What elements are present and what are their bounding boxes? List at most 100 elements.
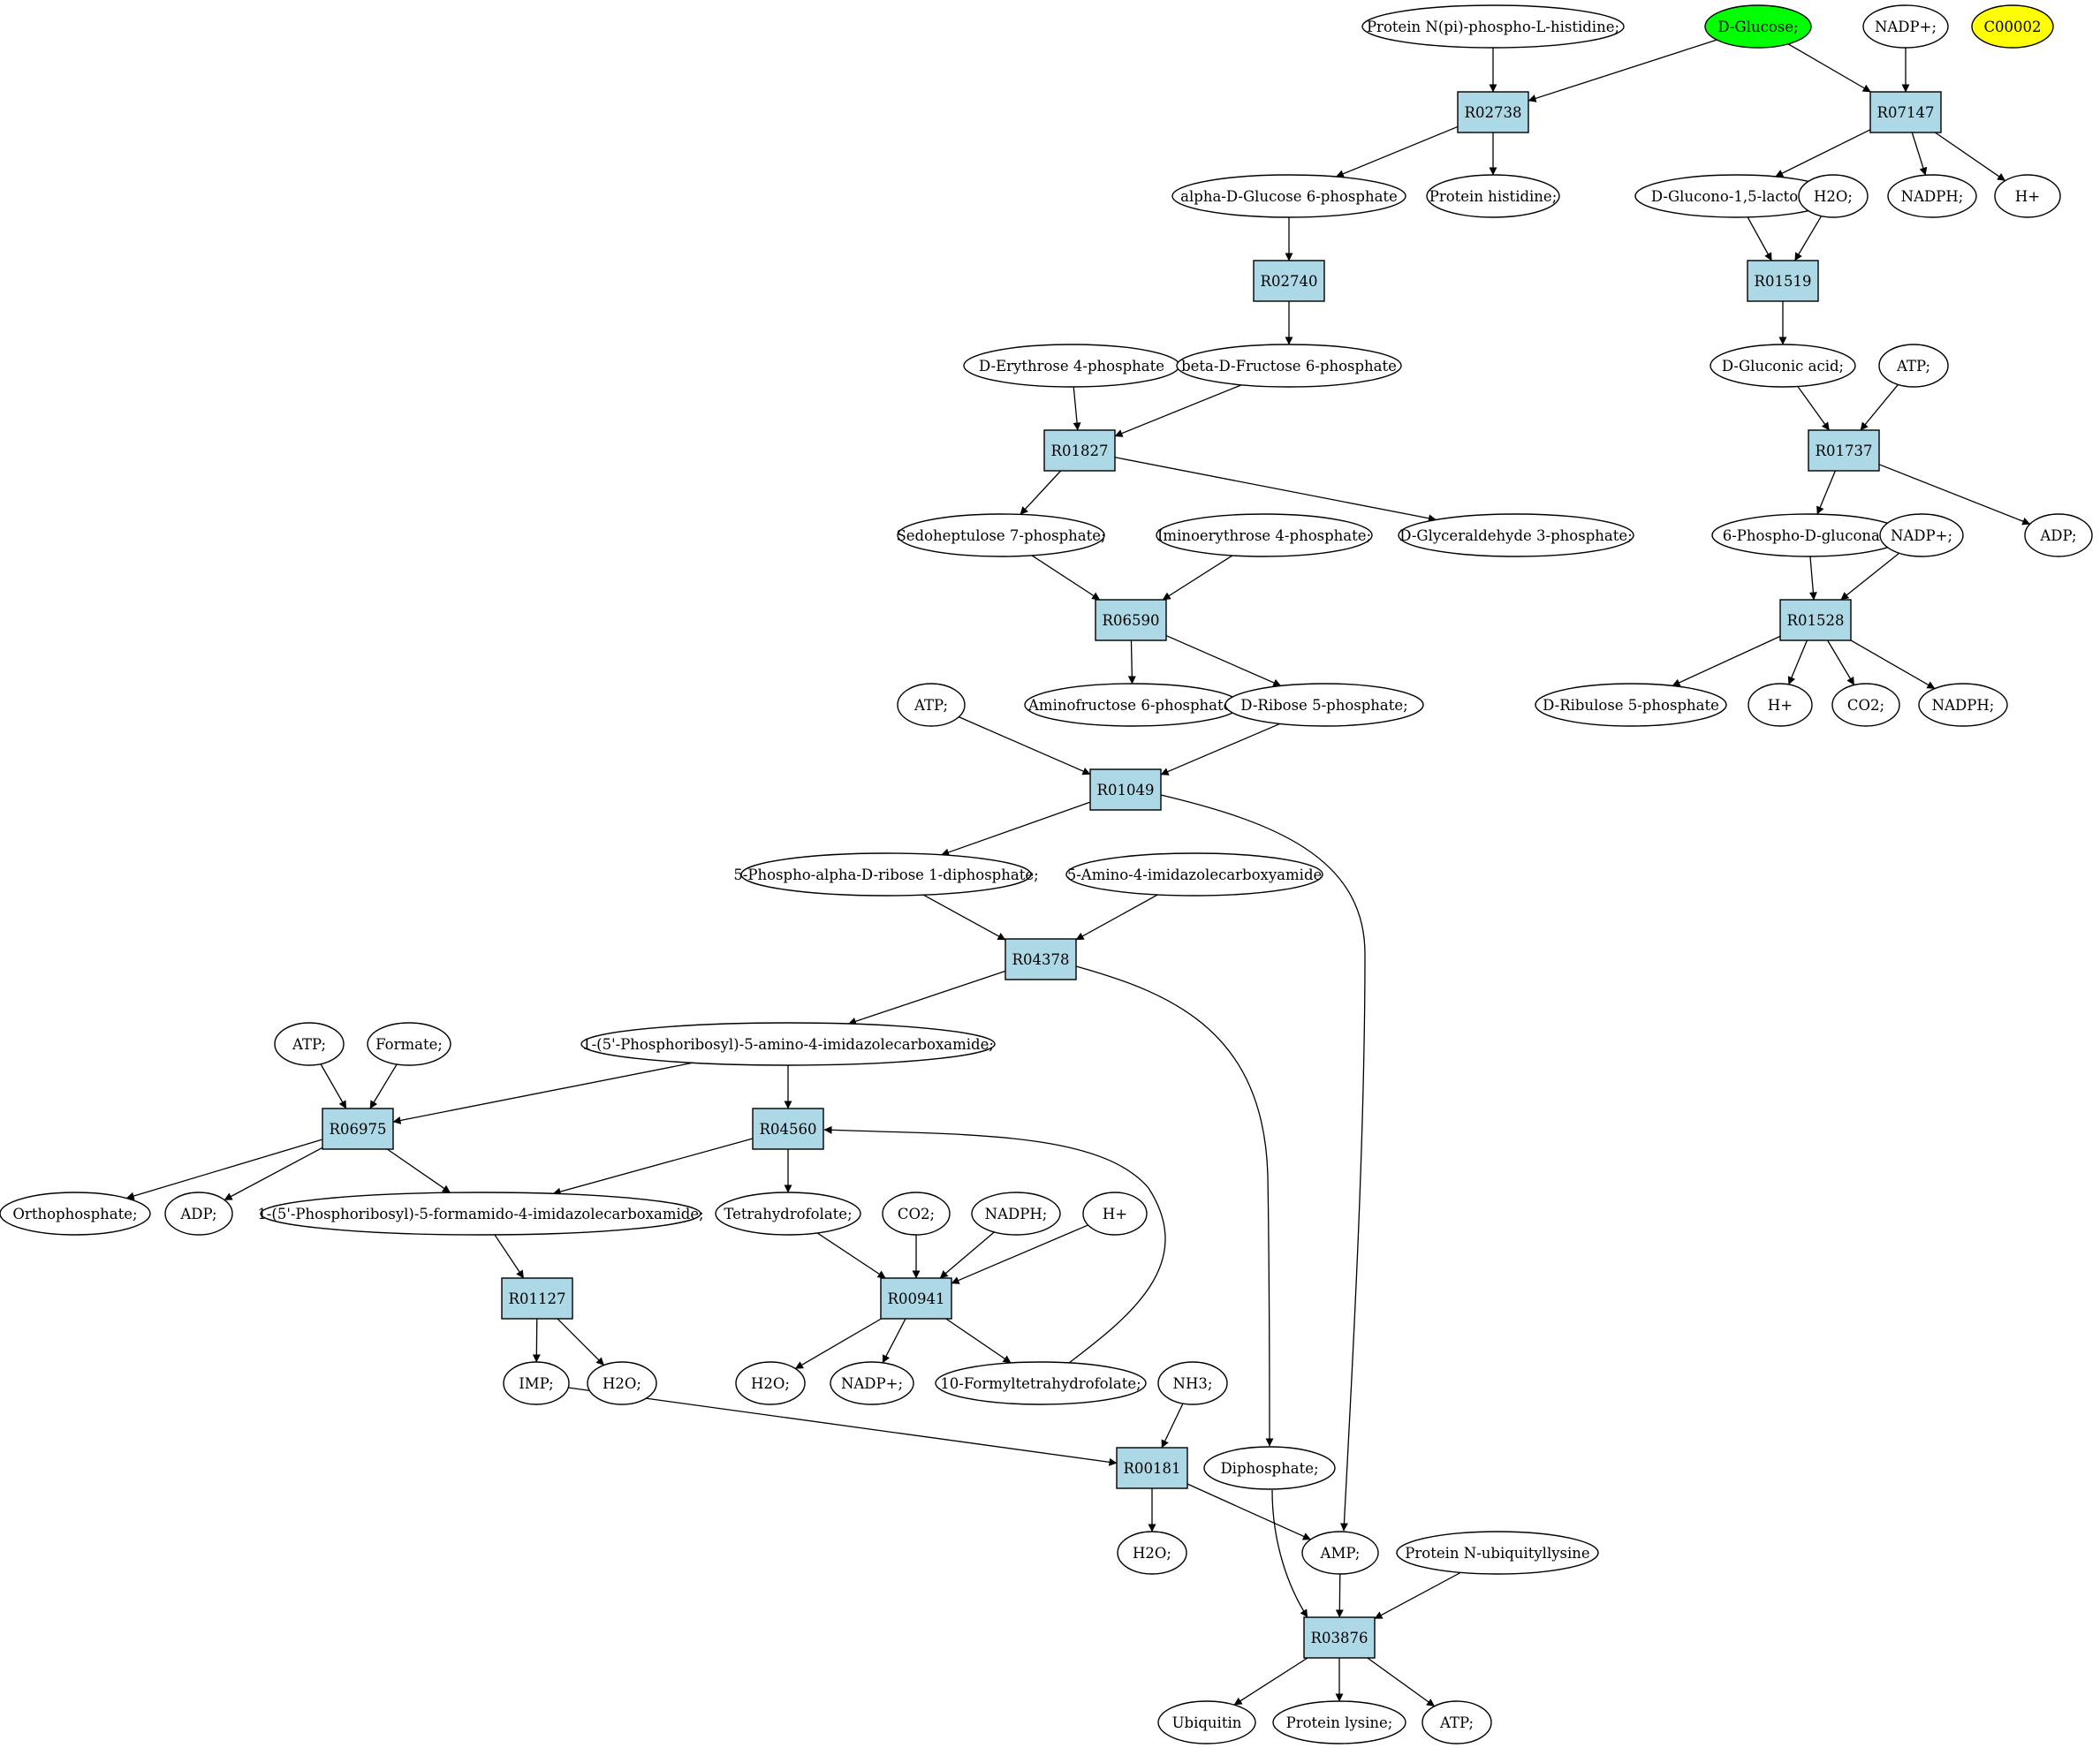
reaction-node-r00941[interactable]: R00941: [880, 1277, 952, 1320]
compound-label: D-Ribose 5-phosphate;: [1240, 697, 1407, 714]
compound-node-adp-a[interactable]: ADP;: [2024, 513, 2093, 557]
compound-ellipse: [274, 1022, 345, 1066]
compound-node-adp-b[interactable]: ADP;: [164, 1192, 233, 1236]
compound-node-atp-a[interactable]: ATP;: [1878, 344, 1949, 388]
reaction-label: R06590: [1103, 612, 1160, 629]
compound-node-drib5p[interactable]: D-Ribose 5-phosphate;: [1224, 683, 1424, 727]
compound-node-prpp[interactable]: 5-Phospho-alpha-D-ribose 1-diphosphate;: [733, 852, 1039, 897]
compound-ellipse: [715, 1192, 861, 1236]
reaction-node-r01049[interactable]: R01049: [1089, 768, 1162, 811]
reaction-node-r06975[interactable]: R06975: [322, 1108, 394, 1150]
compound-node-dgly3p[interactable]: D-Glyceraldehyde 3-phosphate;: [1398, 513, 1634, 557]
compound-node-prot-ublys[interactable]: Protein N-ubiquityllysine: [1396, 1531, 1599, 1575]
compound-node-nadp-top[interactable]: NADP+;: [1862, 4, 1949, 49]
compound-node-prot-his[interactable]: Protein histidine;: [1426, 174, 1560, 218]
compound-node-c00002[interactable]: C00002: [1971, 4, 2054, 49]
compound-node-co2-a[interactable]: CO2;: [1831, 683, 1900, 727]
compound-node-pgluc[interactable]: 6-Phospho-D-gluconate: [1711, 513, 1906, 557]
reaction-box: [1779, 599, 1852, 641]
edge-dgluconic-R01737: [1797, 386, 1830, 431]
reaction-node-r02740[interactable]: R02740: [1253, 260, 1325, 302]
compound-node-amp[interactable]: AMP;: [1301, 1531, 1379, 1575]
edge-atp_c-R06975: [320, 1063, 347, 1109]
compound-node-imino4p[interactable]: Iminoerythrose 4-phosphate;: [1156, 513, 1373, 557]
compound-node-nh3[interactable]: NH3;: [1157, 1361, 1228, 1405]
compound-node-imp[interactable]: IMP;: [503, 1361, 570, 1405]
compound-node-h-b[interactable]: H+: [1747, 683, 1813, 727]
compound-label: NADP+;: [1891, 527, 1952, 544]
compound-node-orthop[interactable]: Orthophosphate;: [0, 1192, 151, 1236]
reaction-node-r07147[interactable]: R07147: [1869, 91, 1942, 133]
compound-label: 5-Amino-4-imidazolecarboxyamide: [1067, 866, 1323, 883]
reaction-node-r01827[interactable]: R01827: [1043, 429, 1116, 472]
compound-node-aminof6p[interactable]: Aminofructose 6-phosphate;: [1024, 683, 1241, 727]
reaction-node-r02738[interactable]: R02738: [1457, 91, 1529, 133]
compound-node-nadph-c[interactable]: NADPH;: [971, 1192, 1061, 1236]
reaction-node-r01737[interactable]: R01737: [1808, 429, 1880, 472]
edge-bf6p-R01827: [1114, 384, 1242, 437]
compound-node-h2o-b[interactable]: H2O;: [587, 1361, 657, 1405]
reaction-box: [1005, 938, 1077, 980]
compound-ellipse: [740, 852, 1032, 897]
reaction-node-r04378[interactable]: R04378: [1005, 938, 1077, 980]
edge-drib5p-R01049: [1160, 723, 1280, 776]
reaction-node-r01528[interactable]: R01528: [1779, 599, 1852, 641]
compound-node-dglucono[interactable]: D-Glucono-1,5-lactone;: [1634, 174, 1838, 218]
compound-node-aica[interactable]: 5-Amino-4-imidazolecarboxyamide: [1065, 852, 1323, 897]
compound-node-nadp-c[interactable]: NADP+;: [830, 1361, 914, 1405]
reaction-node-r01127[interactable]: R01127: [501, 1277, 573, 1320]
compound-node-diphos[interactable]: Diphosphate;: [1203, 1446, 1336, 1490]
reaction-box: [322, 1108, 394, 1150]
edge-h_c-R00941: [951, 1224, 1088, 1284]
compound-label: Formate;: [375, 1036, 443, 1053]
compound-node-ag6p[interactable]: alpha-D-Glucose 6-phosphate: [1171, 174, 1406, 218]
edge-prpp-R04378: [922, 894, 1006, 941]
reaction-node-r04560[interactable]: R04560: [752, 1108, 824, 1150]
compound-node-dgluconic[interactable]: D-Gluconic acid;: [1710, 344, 1856, 388]
compound-ellipse: [1421, 1700, 1492, 1744]
compound-node-ubiquitin[interactable]: Ubiquitin: [1157, 1700, 1256, 1744]
reaction-node-r06590[interactable]: R06590: [1095, 599, 1167, 641]
compound-node-h-a[interactable]: H+: [1994, 174, 2061, 218]
compound-node-atp-b[interactable]: ATP;: [897, 683, 966, 727]
compound-node-dery4p[interactable]: D-Erythrose 4-phosphate: [963, 344, 1180, 388]
reaction-node-r00181[interactable]: R00181: [1116, 1447, 1188, 1489]
compound-node-atp-d[interactable]: ATP;: [1421, 1700, 1492, 1744]
reaction-node-r03876[interactable]: R03876: [1303, 1616, 1376, 1659]
compound-ellipse: [735, 1361, 806, 1405]
edge-dglucose-R07147: [1787, 43, 1871, 93]
compound-node-thf[interactable]: Tetrahydrofolate;: [715, 1192, 861, 1236]
compound-node-h-c[interactable]: H+: [1082, 1192, 1148, 1236]
compound-node-nadph-b[interactable]: NADPH;: [1918, 683, 2008, 727]
compound-node-h2o-c[interactable]: H2O;: [735, 1361, 806, 1405]
compound-node-prot-nphos[interactable]: Protein N(pi)-phospho-L-histidine;: [1361, 4, 1625, 49]
compound-label: CO2;: [898, 1206, 935, 1222]
compound-node-faicar[interactable]: 1-(5'-Phosphoribosyl)-5-formamido-4-imid…: [257, 1192, 704, 1236]
reaction-box: [1457, 91, 1529, 133]
compound-node-formate[interactable]: Formate;: [367, 1022, 451, 1066]
compound-node-sedo7p[interactable]: Sedoheptulose 7-phosphate;: [896, 513, 1106, 557]
compound-node-drul5p[interactable]: D-Ribulose 5-phosphate: [1535, 683, 1727, 727]
compound-node-fthf[interactable]: 10-Formyltetrahydrofolate;: [935, 1361, 1147, 1405]
compound-node-h2o-a[interactable]: H2O;: [1798, 174, 1869, 218]
compound-node-nadp-b[interactable]: NADP+;: [1879, 513, 1964, 557]
compound-node-aicar[interactable]: 1-(5'-Phosphoribosyl)-5-amino-4-imidazol…: [580, 1022, 996, 1066]
compound-ellipse: [1535, 683, 1727, 727]
compound-node-nadph-a[interactable]: NADPH;: [1887, 174, 1977, 218]
compound-label: 1-(5'-Phosphoribosyl)-5-amino-4-imidazol…: [582, 1036, 994, 1053]
compound-node-dglucose[interactable]: D-Glucose;: [1704, 4, 1812, 49]
compound-node-co2-b[interactable]: CO2;: [882, 1192, 951, 1236]
compound-node-atp-c[interactable]: ATP;: [274, 1022, 345, 1066]
compound-ellipse: [1361, 4, 1625, 49]
compound-node-prot-lys[interactable]: Protein lysine;: [1272, 1700, 1406, 1744]
compound-ellipse: [260, 1192, 701, 1236]
compound-ellipse: [1994, 174, 2061, 218]
reaction-box: [880, 1277, 952, 1320]
edge-R06975-orthop: [125, 1139, 323, 1200]
compound-node-bf6p[interactable]: beta-D-Fructose 6-phosphate: [1176, 344, 1402, 388]
reaction-node-r01519[interactable]: R01519: [1747, 260, 1819, 302]
compound-node-h2o-d[interactable]: H2O;: [1117, 1531, 1187, 1575]
compound-ellipse: [164, 1192, 233, 1236]
compound-ellipse: [1117, 1531, 1187, 1575]
compound-label: 6-Phospho-D-gluconate: [1723, 527, 1895, 544]
